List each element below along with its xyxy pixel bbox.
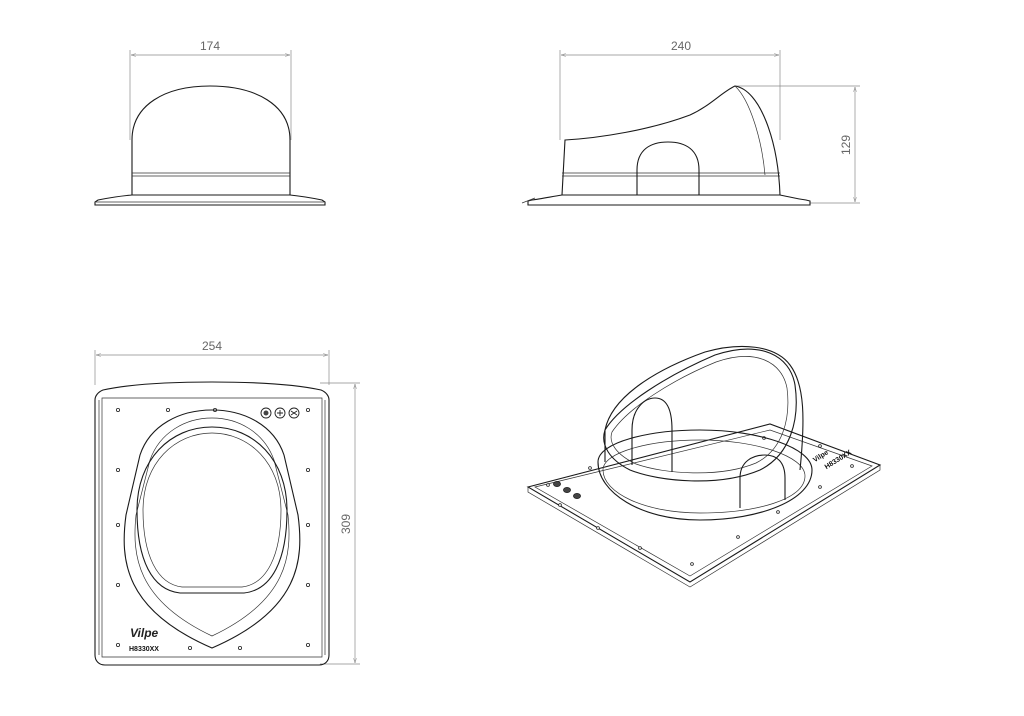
plan-view: 254 309	[94, 339, 360, 666]
side-base-flange	[527, 194, 811, 206]
brand-logo: Vilpe	[130, 626, 159, 640]
iso-top-rim	[603, 348, 797, 482]
mounting-holes	[116, 407, 310, 651]
isometric-view: Vilpe H8330XX	[526, 345, 882, 588]
side-body-outline	[561, 85, 781, 196]
plan-width-dimension: 254	[94, 339, 330, 385]
front-width-value: 174	[200, 39, 220, 53]
side-view: 240 129	[521, 39, 860, 206]
iso-collar-base	[597, 429, 813, 521]
iso-front-opening	[739, 454, 786, 508]
base-plate-outline	[94, 381, 330, 666]
side-height-dimension: 129	[735, 85, 860, 204]
side-length-value: 240	[671, 39, 691, 53]
side-arched-opening	[636, 141, 700, 195]
side-height-value: 129	[839, 135, 853, 155]
marking-symbols	[260, 407, 300, 419]
iso-model-code: H8330XX	[824, 449, 853, 471]
iso-collar-body	[604, 345, 804, 471]
plan-height-value: 309	[339, 514, 353, 534]
collar-outer-outline	[123, 409, 301, 649]
plan-height-dimension: 309	[320, 382, 360, 665]
front-width-dimension: 174	[129, 39, 292, 140]
front-view: 174	[94, 39, 326, 206]
model-code: H8330XX	[129, 646, 159, 653]
iso-base-plate	[526, 423, 882, 583]
inner-oval-opening	[136, 426, 288, 594]
front-base-flange	[94, 194, 326, 206]
iso-holes	[546, 436, 854, 566]
side-length-dimension: 240	[559, 39, 781, 140]
iso-left-opening	[631, 397, 673, 472]
front-dome-outline	[131, 85, 291, 195]
plan-width-value: 254	[202, 339, 222, 353]
iso-marking-symbols	[553, 481, 581, 499]
